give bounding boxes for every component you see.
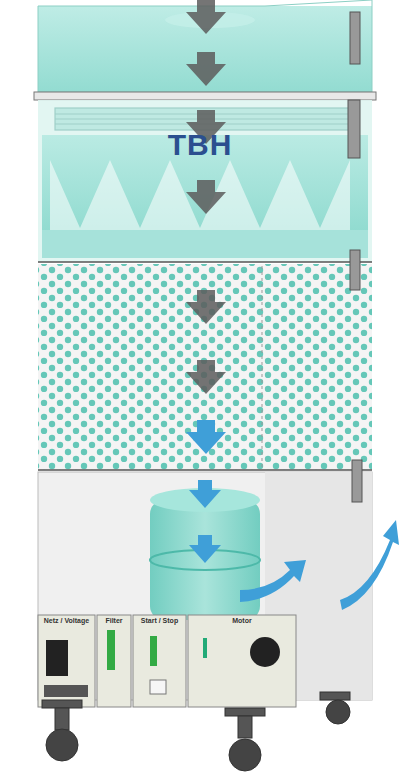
control-panel: [38, 615, 296, 707]
air-flow-arrows: [186, 0, 226, 394]
clean-air-arrows: [186, 420, 399, 610]
latches: [348, 12, 362, 502]
carbon-section: [38, 264, 372, 470]
status-led: [150, 636, 157, 666]
seal-band: [34, 92, 376, 100]
carbon-granules: [38, 264, 372, 470]
filter-pleats: [50, 160, 350, 230]
hour-counter: [44, 685, 88, 697]
brand-logo: TBH: [150, 128, 250, 161]
filter-led-bar: [107, 630, 115, 670]
panel-label: Motor: [188, 617, 296, 625]
power-switch: [46, 640, 68, 676]
motor-led: [203, 638, 207, 658]
filter-section: [38, 100, 372, 262]
panel-label: Netz / Voltage: [38, 617, 95, 625]
panel-label: Filter: [97, 617, 131, 625]
panel-label: Start / Stop: [133, 617, 186, 625]
start-button: [150, 680, 166, 694]
motor-knob: [250, 637, 280, 667]
casters: [42, 692, 350, 771]
